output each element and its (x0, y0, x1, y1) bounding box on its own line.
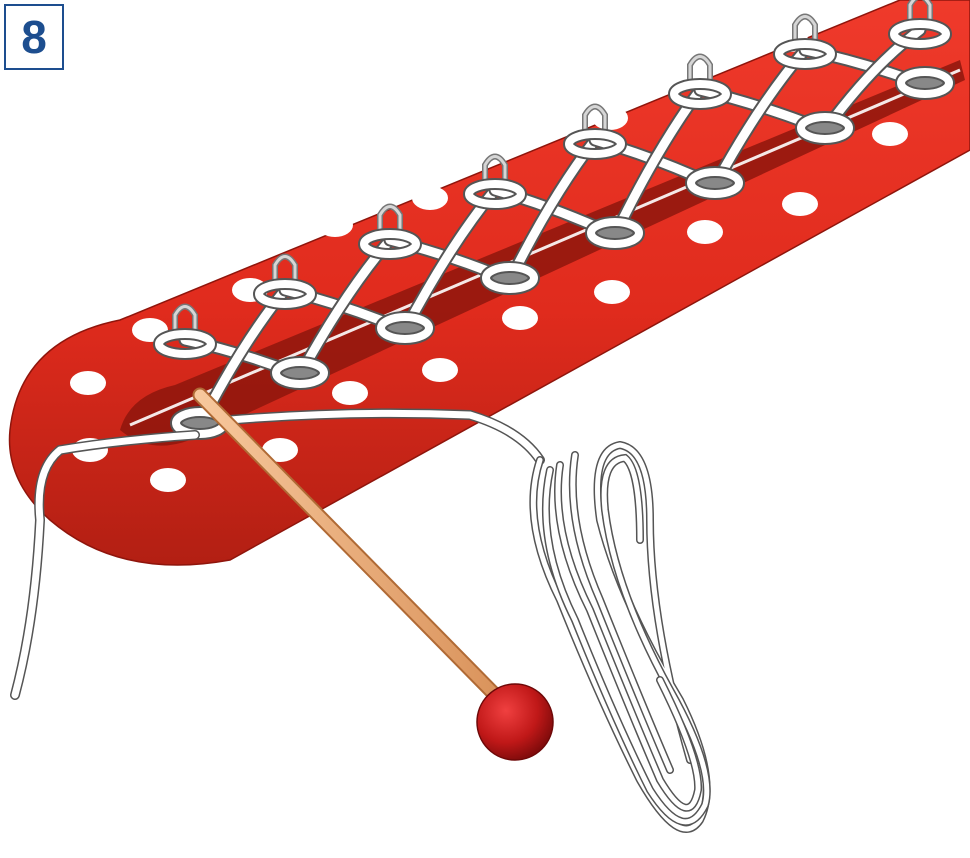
coil-strand-core (546, 458, 707, 822)
peg-hole (317, 213, 353, 237)
peg-hole (782, 192, 818, 216)
peg-hole (687, 220, 723, 244)
peg-hole (150, 468, 186, 492)
coil-strand (546, 458, 707, 822)
peg-hole (502, 306, 538, 330)
peg-hole (422, 358, 458, 382)
peg-hole (594, 280, 630, 304)
peg-hole (332, 381, 368, 405)
coiled-yarn-icon (533, 445, 706, 829)
peg-hole (502, 128, 538, 152)
peg-hole (872, 122, 908, 146)
peg-hole (412, 186, 448, 210)
peg-hole (70, 371, 106, 395)
